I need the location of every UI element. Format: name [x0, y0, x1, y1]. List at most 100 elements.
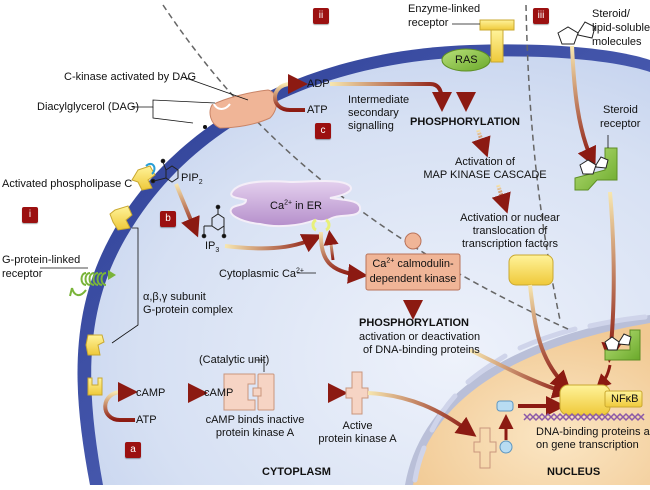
dag-dot: [203, 125, 207, 129]
inactive-pka-regulatory: [223, 373, 256, 411]
adp-label: ADP: [307, 78, 330, 90]
ca-er-sup: 2+: [284, 199, 293, 207]
adp-to-phosphorylation-arrow: [330, 82, 452, 112]
steroid-entry-arrow: [570, 45, 596, 168]
cytoplasmic-ca-sup: 2+: [296, 267, 305, 275]
calmodulin-kinase-knob: [404, 232, 422, 250]
camp-binds-label-1: cAMP binds inactive: [205, 414, 305, 426]
creb-inactive: [499, 440, 513, 454]
pka-connector: [252, 387, 262, 397]
dna-binding-label-1: activation or deactivation: [359, 331, 481, 343]
pip2-to-ip3-arrow: [174, 183, 200, 238]
ip3-label: IP3: [205, 240, 220, 255]
subunit-label-2: G-protein complex: [143, 304, 233, 316]
gene-transcription-label-1: DNA-binding proteins act: [536, 426, 650, 438]
steroid-receptor-label-2: receptor: [600, 118, 641, 130]
calmodulin-text: Ca: [372, 258, 387, 270]
phosphorylation-top-label: PHOSPHORYLATION: [410, 116, 521, 128]
steroid-receptor: [574, 147, 618, 191]
g-protein-subunit-bottom: [85, 334, 105, 356]
dag-icon-2: [189, 114, 207, 126]
calmodulin-label-1: Ca2+ calmodulin-: [366, 257, 460, 271]
ip3-subscript: 3: [215, 247, 220, 255]
ca-er-text: Ca: [270, 200, 285, 212]
dna-binding-to-nfkb-arrow: [469, 348, 573, 399]
phosphorylation-to-map-arrow: [471, 129, 491, 158]
gene-transcription-label-2: on gene transcription: [536, 439, 639, 451]
nuclear-steroid-icon: [604, 333, 632, 351]
nuclear-steroid-arrow: [595, 364, 612, 390]
phospholipase-label: Activated phospholipase C: [2, 178, 133, 190]
dag-icon-1: [212, 99, 231, 110]
ip3-to-er-arrow: [224, 234, 323, 253]
badge-a: a: [125, 442, 141, 458]
translocation-label-3: transcription factors: [462, 238, 558, 250]
er-calcium-release-arrow: [318, 231, 368, 284]
atp-adp-arrow-c: [273, 74, 308, 112]
g-protein-subunit-top: [109, 205, 133, 231]
steroid-bound-icon: [579, 156, 609, 175]
steroid-receptor-label-1: Steroid: [603, 104, 638, 116]
active-pka-label-2: protein kinase A: [318, 433, 397, 445]
steroid-label-3: molecules: [592, 36, 642, 48]
ip3-molecule-icon: [201, 204, 227, 239]
steroid-label-2: lipid-soluble: [592, 22, 650, 34]
pip2-label: PIP2: [181, 172, 203, 187]
pip2-text: PIP: [181, 172, 199, 184]
nuclear-pka: [473, 427, 497, 469]
calmodulin-kinase-box: [365, 253, 461, 291]
enzyme-linked-label-2: receptor: [408, 17, 449, 29]
badge-i: i: [22, 207, 38, 223]
c-kinase-label: C-kinase activated by DAG: [64, 71, 197, 83]
ras-protein: [441, 48, 491, 72]
phospholipase-c: [131, 165, 156, 191]
ras-label: RAS: [455, 54, 478, 66]
g-protein-linked-receptor-icon: [69, 272, 107, 297]
intermediate-label-2: secondary: [348, 107, 399, 119]
calmodulin-sup: 2+: [386, 257, 395, 265]
endoplasmic-reticulum: [229, 180, 362, 228]
g-receptor-ligand: [108, 270, 116, 280]
g-protein-bracket: [111, 227, 139, 344]
enzyme-linked-receptor-top: [479, 19, 515, 31]
translocation-label-2: translocation of: [472, 225, 548, 237]
g-protein-linked-label-2: receptor: [2, 268, 43, 280]
translocation-label-1: Activation or nuclear: [460, 212, 560, 224]
badge-b: b: [160, 211, 176, 227]
map-kinase-label-1: Activation of: [455, 156, 515, 168]
dag-leader-2: [152, 107, 194, 124]
phospholipase-active-site: [145, 162, 156, 175]
atp-c-label: ATP: [307, 104, 328, 116]
subunit-label-1: α,β,γ subunit: [143, 291, 206, 303]
catalytic-unit-leader: [256, 359, 265, 372]
dna-binding-label-2: of DNA-binding proteins: [363, 344, 480, 356]
pip2-molecule-icon: [150, 158, 179, 184]
enzyme-linked-receptor-stem: [490, 29, 504, 63]
ip3-text: IP: [205, 240, 216, 252]
active-pka: [345, 371, 369, 415]
ca-er-label: Ca2+ in ER: [270, 199, 322, 213]
er-channel-left: [311, 218, 317, 232]
map-kinase-label-2: MAP KINASE CASCADE: [423, 169, 547, 181]
divider-i-ii: [162, 4, 571, 331]
intermediate-label-1: Intermediate: [348, 94, 410, 106]
dna-strand-2: [523, 412, 645, 422]
er-channel-right: [325, 218, 331, 232]
dag-label: Diacylglycerol (DAG): [37, 101, 140, 113]
cytoplasmic-ca-text: Cytoplasmic Ca: [219, 268, 297, 280]
adenylyl-cyclase: [87, 377, 103, 396]
active-pka-label-1: Active: [342, 420, 373, 432]
transcription-factor-arrow: [528, 284, 571, 391]
cytoplasmic-ca-label: Cytoplasmic Ca2+: [219, 267, 305, 281]
intermediate-label-3: signalling: [348, 120, 394, 132]
dna-strand: [523, 412, 645, 422]
nfkb-label: NFκB: [611, 393, 639, 405]
dag-leader-1: [132, 99, 216, 108]
c-kinase-leader: [182, 76, 249, 101]
c-kinase-shape: [209, 89, 277, 129]
transcription-factor: [508, 254, 554, 286]
g-protein-linked-label-1: G-protein-linked: [2, 254, 81, 266]
pip2-subscript: 2: [198, 179, 203, 187]
